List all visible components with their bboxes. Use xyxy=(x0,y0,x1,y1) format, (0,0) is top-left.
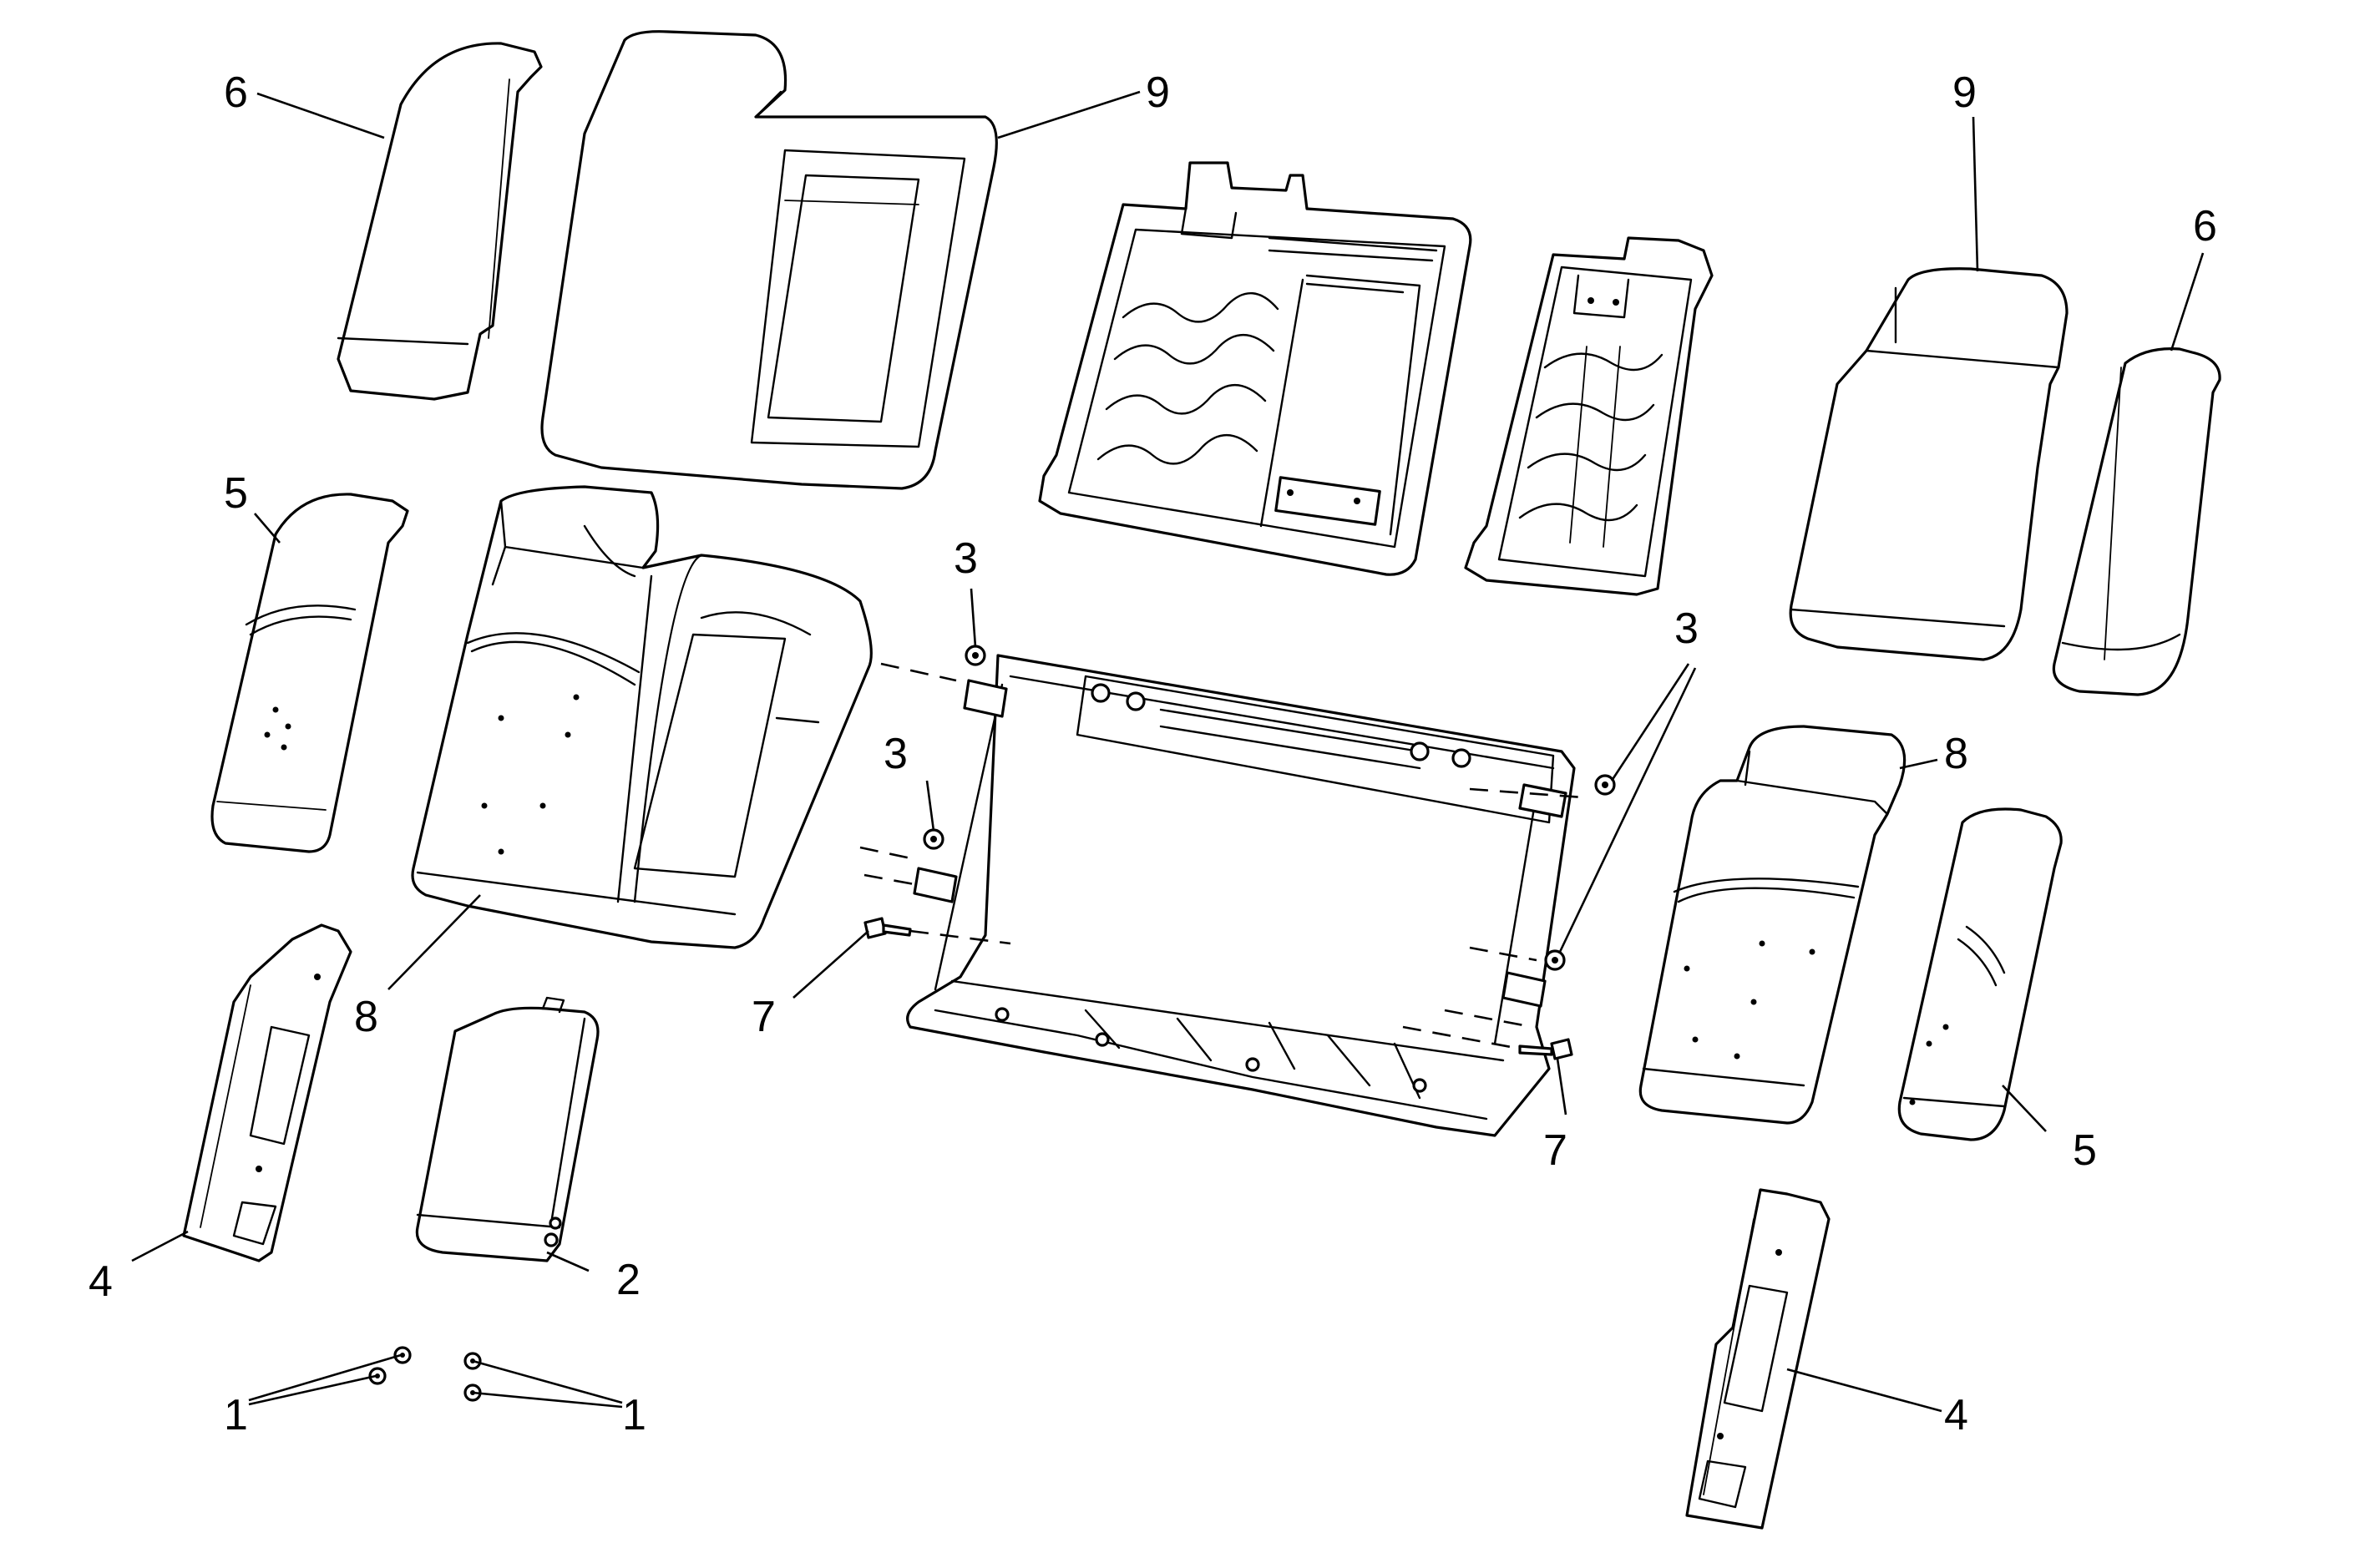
callout-7-right: 7 xyxy=(1543,1126,1567,1175)
callout-5-right: 5 xyxy=(2073,1126,2097,1175)
callout-4-right: 4 xyxy=(1944,1391,1968,1439)
callout-9-right: 9 xyxy=(1952,68,1977,117)
seatback-frame-small xyxy=(1464,236,1714,596)
nut-3-mid-left xyxy=(923,828,944,850)
callout-6-right: 6 xyxy=(2193,202,2217,250)
callout-2: 2 xyxy=(616,1256,641,1304)
callout-8-left: 8 xyxy=(354,993,378,1041)
right-seatback-with-headrest xyxy=(1638,725,1907,1125)
nut-3-upper-right xyxy=(1594,774,1616,796)
left-seatback-with-headrest xyxy=(411,485,873,949)
right-seatback-cushion xyxy=(1789,267,2069,661)
seat-cushion-frame xyxy=(906,654,1576,1137)
nut-3-lower-right xyxy=(1544,949,1566,971)
right-lower-side-bolster xyxy=(1897,807,2063,1141)
right-upper-side-bolster xyxy=(2052,347,2221,696)
callout-3-mid-left: 3 xyxy=(884,730,908,778)
callout-4-left: 4 xyxy=(89,1257,113,1306)
callout-3-upper-left: 3 xyxy=(954,534,978,583)
assembly-lines xyxy=(859,662,1583,1050)
callout-7-left: 7 xyxy=(752,993,776,1041)
callout-6-left: 6 xyxy=(224,68,248,117)
right-seat-trim-panel xyxy=(1685,1188,1831,1530)
callout-5-left: 5 xyxy=(224,469,248,518)
callout-8-right: 8 xyxy=(1944,730,1968,778)
left-seatback-cushion xyxy=(540,30,998,490)
callout-labels: 6 9 9 6 5 3 3 3 8 8 7 5 7 4 2 1 1 4 xyxy=(89,68,2217,1439)
nut-3-upper-left xyxy=(965,645,986,666)
seatback-frame-large xyxy=(1038,161,1472,576)
nuts-left-group xyxy=(368,1346,412,1385)
left-lower-side-bolster xyxy=(210,493,409,853)
callout-3-right: 3 xyxy=(1674,604,1699,653)
callout-9-left: 9 xyxy=(1146,68,1170,117)
bolt-7-right xyxy=(1518,1038,1573,1060)
callout-1-left: 1 xyxy=(224,1391,248,1439)
left-seat-trim-panel xyxy=(182,923,352,1262)
leader-lines xyxy=(131,90,2205,1413)
bolt-7-left xyxy=(863,917,912,939)
callout-1-right: 1 xyxy=(622,1391,646,1439)
center-armrest xyxy=(415,996,600,1262)
left-upper-side-bolster xyxy=(337,42,543,401)
